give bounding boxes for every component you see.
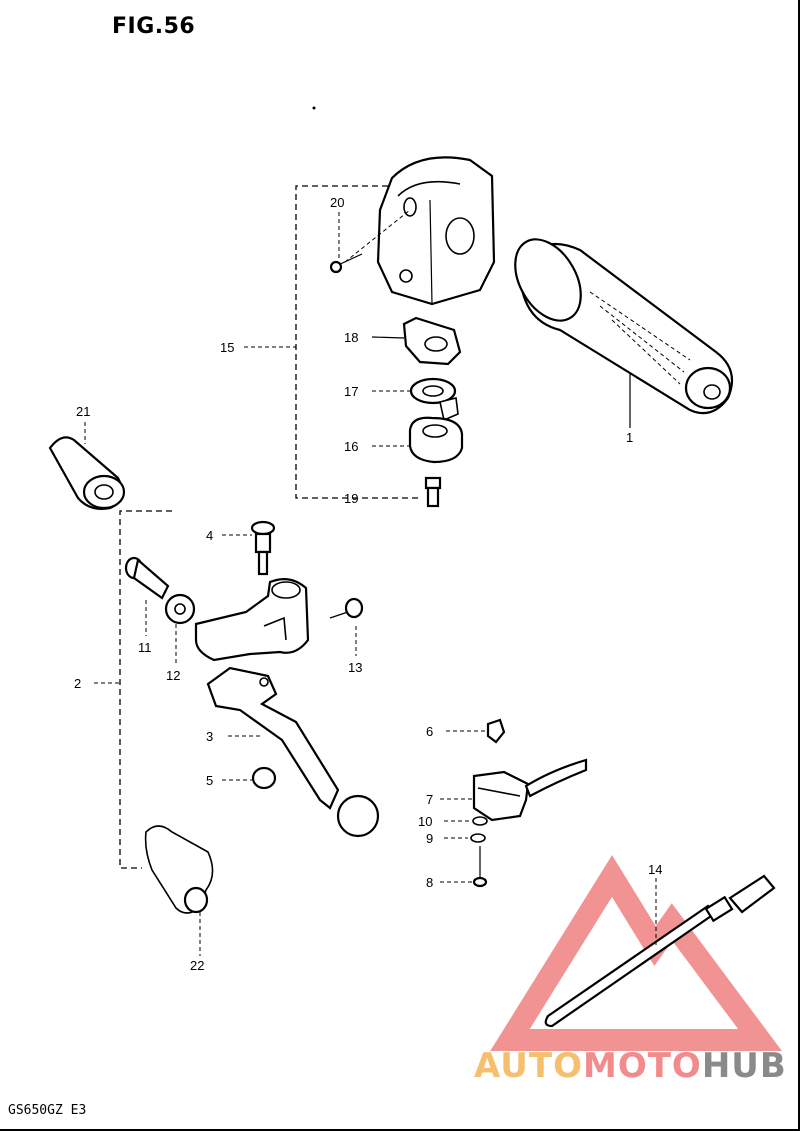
callout-15: 15: [220, 340, 234, 355]
callout-14: 14: [648, 862, 662, 877]
bolt-part-4: [222, 520, 276, 576]
figure-title: FIG.56: [112, 14, 196, 39]
lever-bracket-part: [194, 577, 310, 662]
callout-7: 7: [426, 792, 433, 807]
callout-11: 11: [138, 640, 152, 655]
model-code: GS650GZ E3: [8, 1103, 87, 1118]
watermark-logo: [490, 855, 782, 1051]
callout-20: 20: [330, 195, 344, 210]
callout-17: 17: [344, 384, 358, 399]
callout-3: 3: [206, 729, 213, 744]
screw-part-20: [329, 209, 411, 274]
bracket-2: [119, 510, 172, 869]
callout-12: 12: [166, 668, 180, 683]
switch-part-7: [440, 758, 588, 822]
callout-22: 22: [190, 958, 204, 973]
callout-10: 10: [418, 814, 432, 829]
throttle-pulley-part-18: [371, 316, 462, 366]
bolt-part-11: [124, 556, 170, 636]
callout-2: 2: [74, 676, 81, 691]
callout-18: 18: [344, 330, 358, 345]
cable-part-14: [544, 874, 776, 1028]
callout-13: 13: [348, 660, 362, 675]
callout-1: 1: [626, 430, 633, 445]
nut-part-5: [222, 766, 277, 790]
callout-19: 19: [344, 491, 358, 506]
lever-boot-part-22: [144, 825, 214, 956]
screw-part-19: [424, 476, 442, 508]
watermark-auto: AUTO: [474, 1046, 583, 1086]
washer-part-9: [444, 833, 486, 843]
lever-part-3: [206, 666, 380, 838]
screw-part-13: [329, 597, 364, 656]
watermark-moto: MOTO: [582, 1046, 702, 1086]
cable-boot-part-21: [48, 422, 126, 510]
bracket-15: [295, 185, 420, 499]
callout-4: 4: [206, 528, 213, 543]
callout-21: 21: [76, 404, 90, 419]
screw-part-8: [440, 846, 488, 888]
callout-9: 9: [426, 831, 433, 846]
callout-5: 5: [206, 773, 213, 788]
throttle-drum-part-16: [372, 416, 464, 464]
switch-housing-part: [376, 156, 496, 306]
callout-8: 8: [426, 875, 433, 890]
grip-part: [514, 238, 734, 428]
watermark-hub: HUB: [701, 1046, 787, 1086]
callout-6: 6: [426, 724, 433, 739]
washer-part-17: [372, 377, 459, 422]
washer-part-10: [444, 816, 488, 826]
callout-16: 16: [344, 439, 358, 454]
clip-part-6: [446, 718, 506, 744]
nut-part-12: [164, 593, 196, 664]
watermark-text: AUTOMOTOHUB: [474, 1046, 787, 1086]
